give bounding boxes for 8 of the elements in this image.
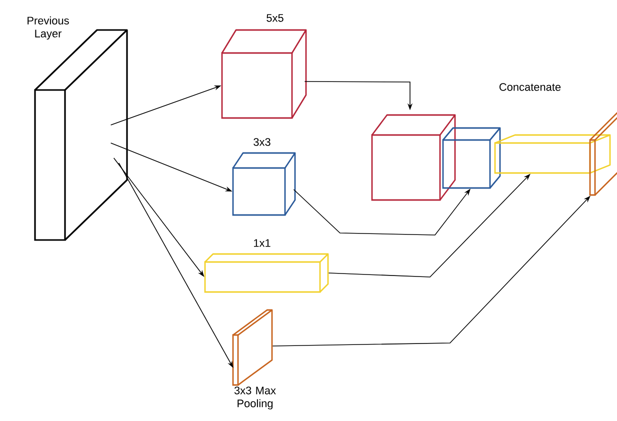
layer-label: 3x3 [254,138,270,146]
layer-label: 1x1 [254,239,270,247]
layer-label: Previous Layer [28,16,69,40]
layer-label: 3x3 Max Pooling [234,386,276,410]
concatenate-label: Concatenate [500,83,561,91]
output-block-drawing [442,127,501,189]
layer-label: 5x5 [266,14,284,22]
output-block-drawing [371,114,456,201]
